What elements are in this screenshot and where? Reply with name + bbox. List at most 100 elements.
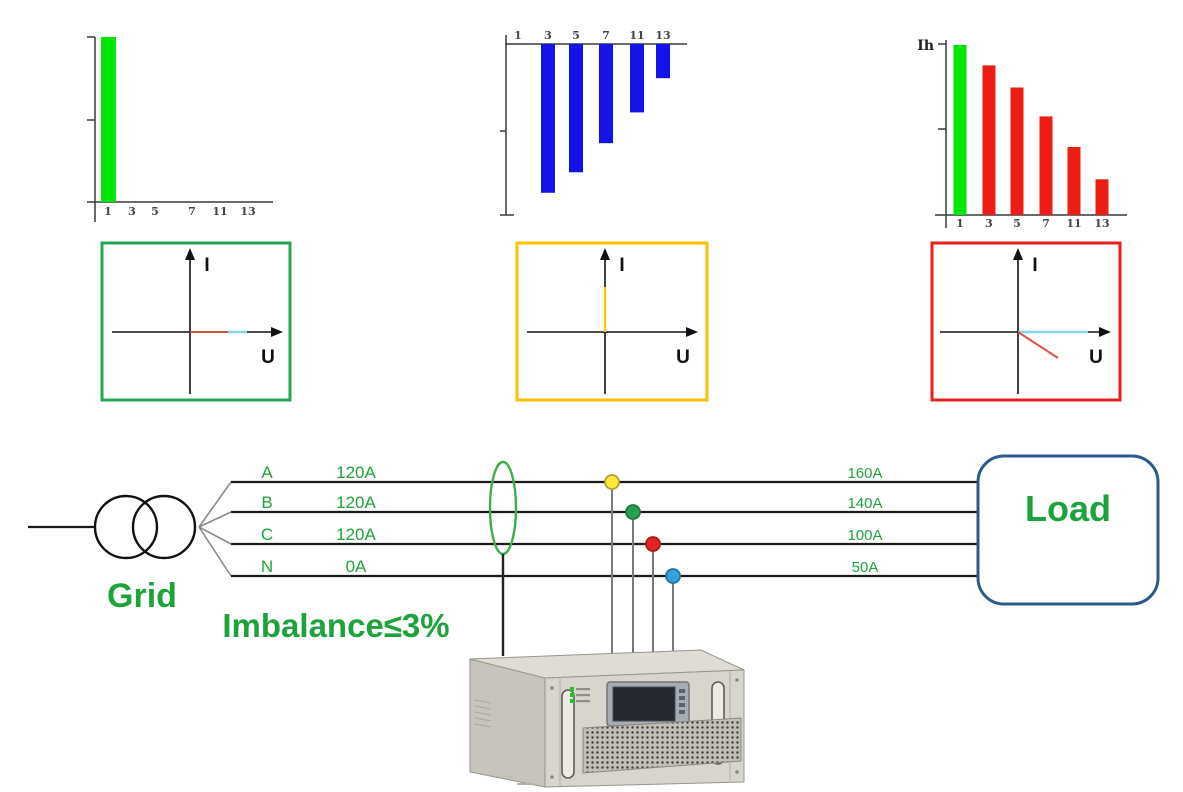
ct-ellipse	[488, 460, 518, 556]
x-tick-label: 13	[1094, 217, 1109, 230]
transformer-winding-primary	[93, 494, 159, 560]
i-axis-arrow	[600, 248, 610, 260]
grid-transformer	[28, 494, 197, 560]
screen-button	[679, 710, 685, 714]
x-tick-label: 3	[544, 29, 552, 42]
bar-h13	[656, 44, 670, 79]
bar-h7	[1039, 116, 1053, 215]
phase-name-C: C	[261, 525, 273, 544]
x-tick-label: 7	[1042, 217, 1050, 230]
i-axis-label: I	[619, 255, 624, 276]
x-tick-label: 7	[602, 29, 610, 42]
led-indicator	[570, 687, 574, 691]
phase-name-N: N	[261, 557, 273, 576]
left-current-N: 0A	[346, 557, 367, 576]
bar-h5	[1010, 87, 1024, 215]
bar-h11	[1067, 147, 1081, 215]
u-axis-label: U	[676, 347, 690, 368]
x-tick-label: 1	[514, 29, 522, 42]
i-axis-label: I	[1032, 255, 1037, 276]
phase-tap-dots	[604, 474, 681, 660]
i-axis-arrow	[1013, 248, 1023, 260]
bar-h3	[982, 65, 996, 216]
x-tick-label: 3	[128, 205, 136, 218]
x-tick-label: 11	[212, 205, 227, 218]
imbalance-label: Imbalance≤3%	[222, 607, 449, 644]
bar-h1	[953, 45, 967, 215]
flange-screw	[550, 775, 554, 779]
led-caption	[576, 688, 590, 691]
iu-quadrant-box-3: IU	[930, 241, 1122, 402]
iu-box-frame	[515, 241, 709, 402]
fan-line	[198, 526, 232, 545]
current-vector	[1017, 331, 1059, 359]
device-side-panel	[469, 658, 546, 788]
phase-name-A: A	[261, 463, 273, 482]
x-tick-label: 13	[240, 205, 255, 218]
screen-button	[679, 703, 685, 707]
device-side-vents	[474, 699, 492, 728]
phase-name-B: B	[261, 493, 272, 512]
phase-tap-dot-C	[645, 536, 661, 552]
load-block: Load	[976, 454, 1160, 606]
bar-h11	[630, 44, 644, 113]
current-transformer	[488, 460, 518, 656]
fan-line	[198, 526, 232, 577]
led-indicator	[570, 693, 574, 697]
right-current-C: 100A	[847, 527, 882, 544]
device-display-screen	[606, 681, 690, 727]
i-axis-arrow	[185, 248, 195, 260]
x-tick-label: 11	[1066, 217, 1081, 230]
grid-label: Grid	[107, 577, 177, 615]
x-tick-label: 11	[629, 29, 644, 42]
x-tick-label: 3	[985, 217, 993, 230]
screen-button	[679, 689, 685, 693]
x-tick-label: 1	[104, 205, 112, 218]
fan-line	[198, 511, 232, 528]
device-vent-grille	[582, 717, 742, 774]
bar-h7	[599, 44, 613, 144]
u-axis-arrow	[686, 327, 698, 337]
iu-box-frame	[930, 241, 1122, 402]
led-caption	[576, 694, 590, 697]
bar-h3	[541, 44, 555, 193]
fan-line	[198, 481, 232, 528]
load-label: Load	[1025, 488, 1111, 529]
u-axis-arrow	[271, 327, 283, 337]
iu-box-frame	[100, 241, 292, 402]
ih-axis-label: Ih	[917, 38, 934, 54]
device-left-handle	[561, 689, 575, 779]
x-tick-label: 13	[655, 29, 670, 42]
transformer-winding-secondary	[131, 494, 197, 560]
led-indicator	[570, 699, 574, 703]
x-tick-label: 7	[188, 205, 196, 218]
left-current-B: 120A	[336, 493, 376, 512]
x-tick-label: 5	[572, 29, 580, 42]
iu-quadrant-box-2: IU	[515, 241, 709, 402]
left-current-A: 120A	[336, 463, 376, 482]
phase-tap-dot-A	[604, 474, 620, 490]
flange-screw	[735, 678, 739, 682]
led-caption	[576, 700, 590, 703]
u-axis-arrow	[1099, 327, 1111, 337]
bar-h1	[101, 37, 116, 202]
u-axis-label: U	[261, 347, 275, 368]
active-power-filter-device	[469, 649, 745, 788]
device-status-leds	[570, 687, 590, 703]
u-axis-label: U	[1089, 347, 1103, 368]
iu-quadrant-box-1: IU	[100, 241, 292, 402]
left-current-C: 120A	[336, 525, 376, 544]
flange-screw	[550, 686, 554, 690]
x-tick-label: 5	[1013, 217, 1021, 230]
right-current-N: 50A	[852, 559, 879, 576]
bar-h13	[1095, 179, 1109, 215]
phase-tap-dot-B	[625, 504, 641, 520]
bar-h5	[569, 44, 583, 173]
screen-button	[679, 696, 685, 700]
